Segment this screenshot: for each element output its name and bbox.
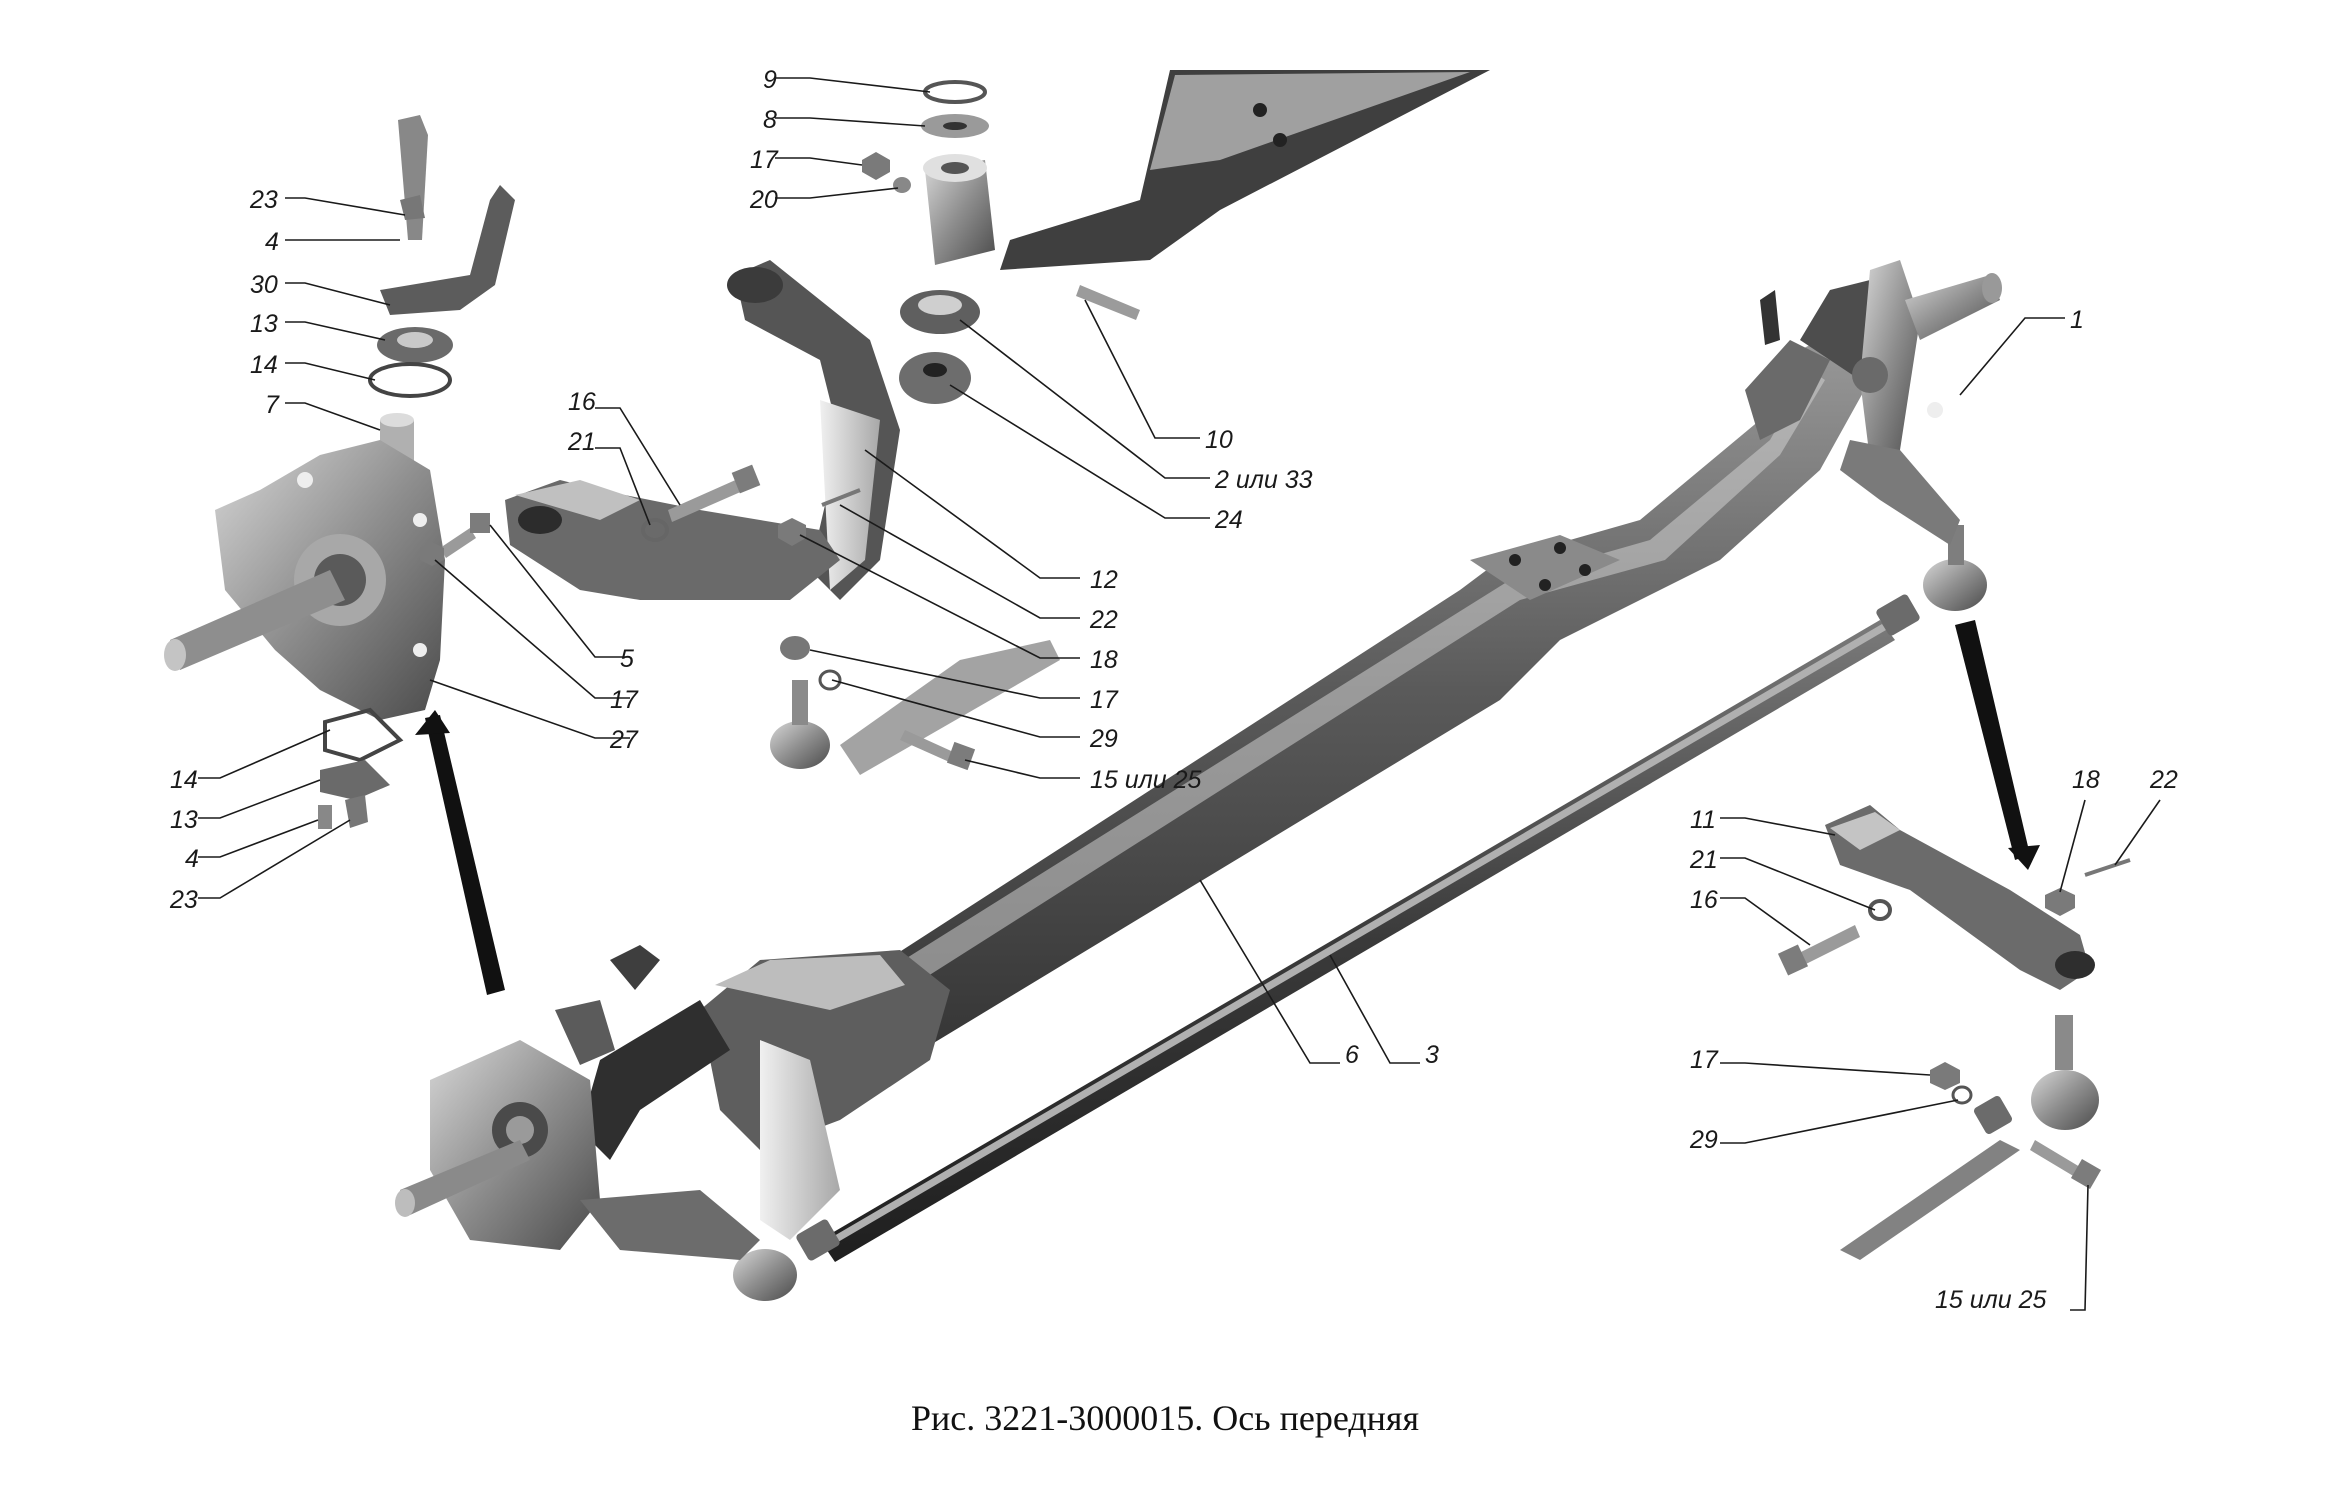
label-23-b: 23 [169,886,198,914]
label-17-c: 17 [610,686,639,714]
label-11: 11 [1690,806,1716,834]
label-23: 23 [249,186,278,214]
steering-arm-12 [505,260,1060,775]
label-1: 1 [2070,306,2084,334]
label-4: 4 [265,228,279,256]
label-17: 17 [750,146,779,174]
right-arm-exploded [1777,805,2131,1260]
label-17-b: 17 [1090,686,1119,714]
label-14-b: 14 [170,766,198,794]
label-20: 20 [749,186,778,214]
label-4-b: 4 [185,845,199,873]
label-12: 12 [1090,566,1118,594]
label-15-or-25-b: 15 или 25 [1935,1286,2047,1314]
label-21-b: 21 [1689,846,1718,874]
left-assembly-arrow-head [415,710,450,735]
label-9: 9 [763,66,777,94]
label-16-b: 16 [1690,886,1718,914]
label-29-b: 29 [1689,1126,1718,1154]
left-knuckle-exploded [164,115,515,829]
label-8: 8 [763,106,777,134]
label-5: 5 [620,645,634,673]
label-22-b: 22 [2149,766,2178,794]
label-18: 18 [1090,646,1118,674]
right-assembly-arrow-head [2008,845,2040,870]
label-27: 27 [609,726,639,754]
label-10: 10 [1205,426,1233,454]
label-3: 3 [1425,1041,1439,1069]
tie-rod [733,525,1987,1301]
label-17-d: 17 [1690,1046,1719,1074]
left-steering-knuckle-assembly [395,945,760,1260]
left-assembly-arrow [425,715,505,995]
right-steering-knuckle-assembly [1760,260,2002,545]
label-18-b: 18 [2072,766,2100,794]
label-29: 29 [1089,725,1118,753]
figure-caption: Рис. 3221-3000015. Ось передняя [911,1398,1419,1438]
label-6: 6 [1345,1041,1359,1069]
label-13: 13 [250,310,278,338]
label-24: 24 [1214,506,1243,534]
label-2-or-33: 2 или 33 [1214,466,1313,494]
right-assembly-arrow [1955,620,2030,860]
label-15-or-25: 15 или 25 [1090,766,1202,794]
label-22: 22 [1089,606,1118,634]
steering-arm-upper-assembly [862,70,1490,404]
label-13-b: 13 [170,806,198,834]
axle-beam [580,330,1870,1240]
label-21: 21 [567,428,596,456]
leader-lines [198,77,2161,1311]
label-16: 16 [568,388,596,416]
label-14: 14 [250,351,278,379]
label-30: 30 [250,271,278,299]
callout-labels: 9 8 17 20 10 2 или 33 24 1 12 22 18 17 2… [169,66,2178,1314]
label-7: 7 [265,391,280,419]
